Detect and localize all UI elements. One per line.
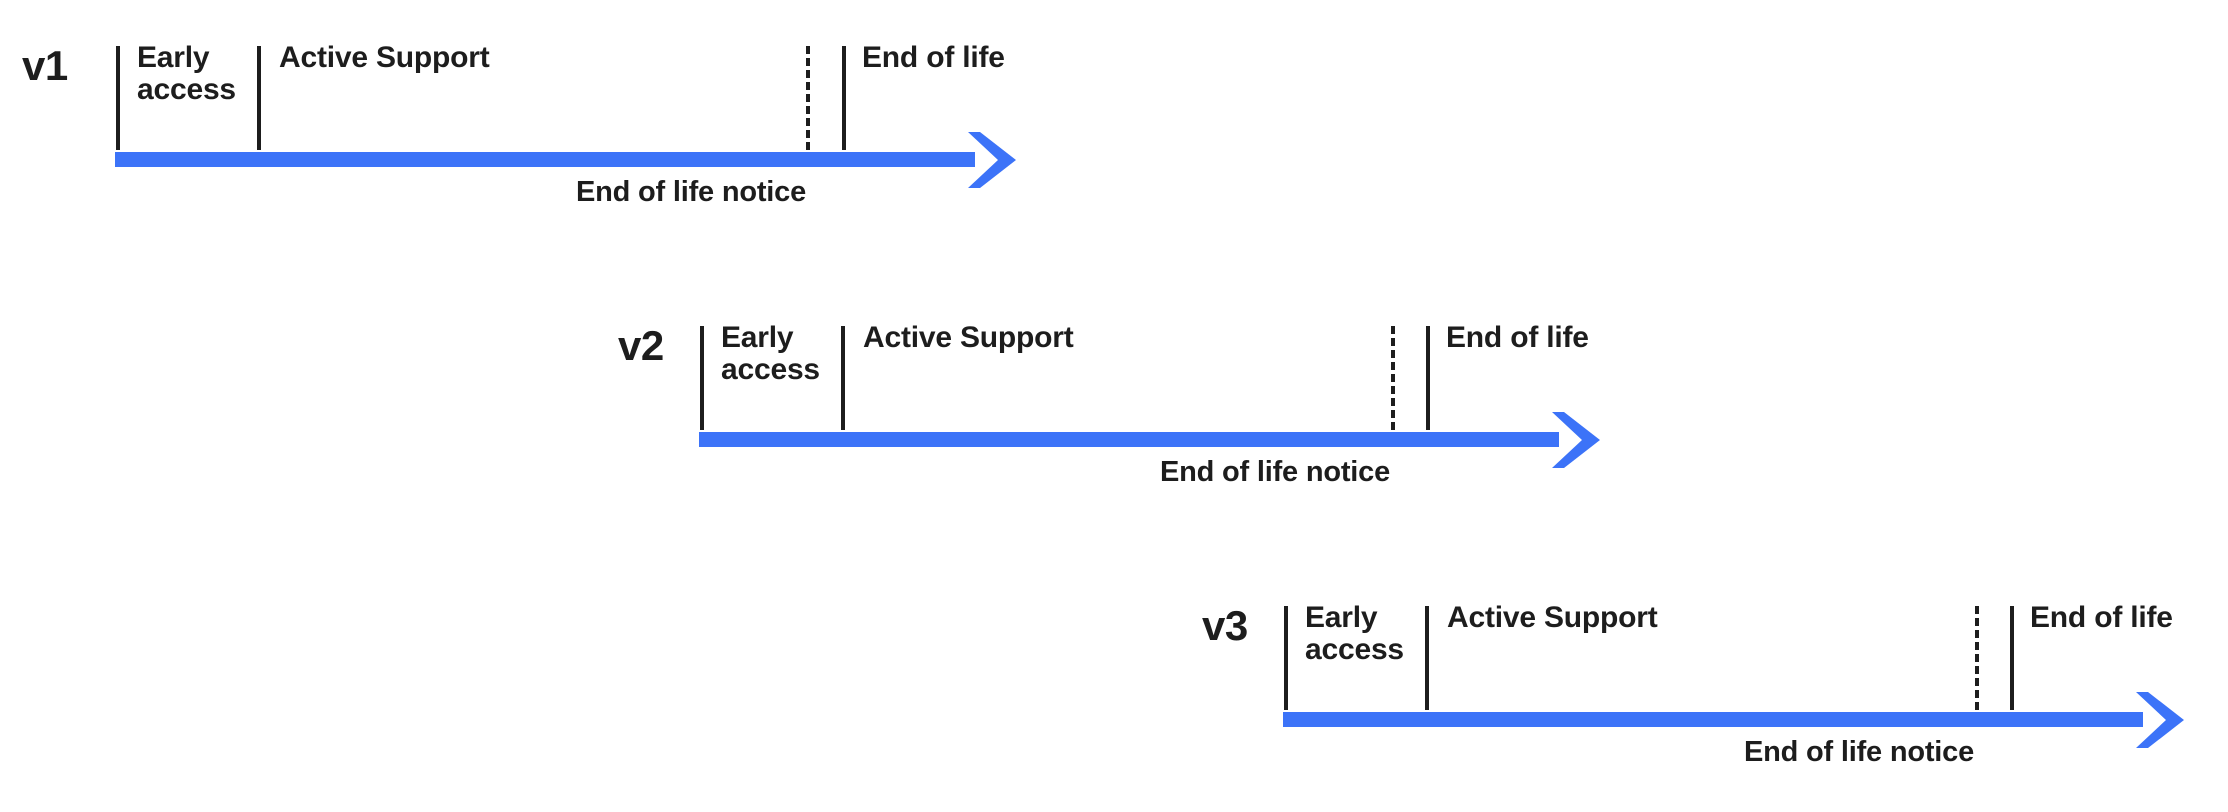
eol-notice-marker-v2	[1391, 326, 1395, 430]
eol-notice-label-v1: End of life notice	[576, 176, 807, 208]
version-label-v1: v1	[22, 42, 68, 89]
phase-divider-early-access-v2	[700, 326, 704, 430]
phase-divider-end-of-life-v1	[842, 46, 846, 150]
timeline-arrow-shaft-v3	[1283, 712, 2143, 727]
timeline-row-v2: v2 Early access Active Support End of li…	[0, 280, 1700, 500]
phase-divider-active-support-v3	[1425, 606, 1429, 710]
eol-notice-label-v3: End of life notice	[1744, 736, 1975, 768]
phase-divider-early-access-v1	[116, 46, 120, 150]
timeline-arrow-shaft-v1	[115, 152, 975, 167]
phase-divider-active-support-v2	[841, 326, 845, 430]
timeline-row-v1: v1 Early access Active Support End of li…	[0, 0, 1100, 220]
phase-label-early-access-v3: Early access	[1305, 601, 1404, 667]
timeline-arrow-head-v1	[962, 130, 1022, 190]
eol-notice-marker-v3	[1975, 606, 1979, 710]
eol-notice-label-v2: End of life notice	[1160, 456, 1391, 488]
phase-label-active-support-v3: Active Support	[1447, 601, 1658, 634]
phase-label-early-access-v1: Early access	[137, 41, 236, 107]
phase-divider-early-access-v3	[1284, 606, 1288, 710]
phase-divider-end-of-life-v3	[2010, 606, 2014, 710]
eol-notice-marker-v1	[806, 46, 810, 150]
timeline-row-v3: v3 Early access Active Support End of li…	[0, 560, 2228, 790]
phase-label-active-support-v2: Active Support	[863, 321, 1074, 354]
phase-label-end-of-life-v1: End of life	[862, 41, 1005, 74]
phase-label-end-of-life-v2: End of life	[1446, 321, 1589, 354]
phase-divider-active-support-v1	[257, 46, 261, 150]
phase-label-active-support-v1: Active Support	[279, 41, 490, 74]
phase-divider-end-of-life-v2	[1426, 326, 1430, 430]
timeline-arrow-head-v2	[1546, 410, 1606, 470]
version-label-v2: v2	[618, 322, 664, 369]
phase-label-early-access-v2: Early access	[721, 321, 820, 387]
version-label-v3: v3	[1202, 602, 1248, 649]
timeline-arrow-shaft-v2	[699, 432, 1559, 447]
timeline-arrow-head-v3	[2130, 690, 2190, 750]
phase-label-end-of-life-v3: End of life	[2030, 601, 2173, 634]
